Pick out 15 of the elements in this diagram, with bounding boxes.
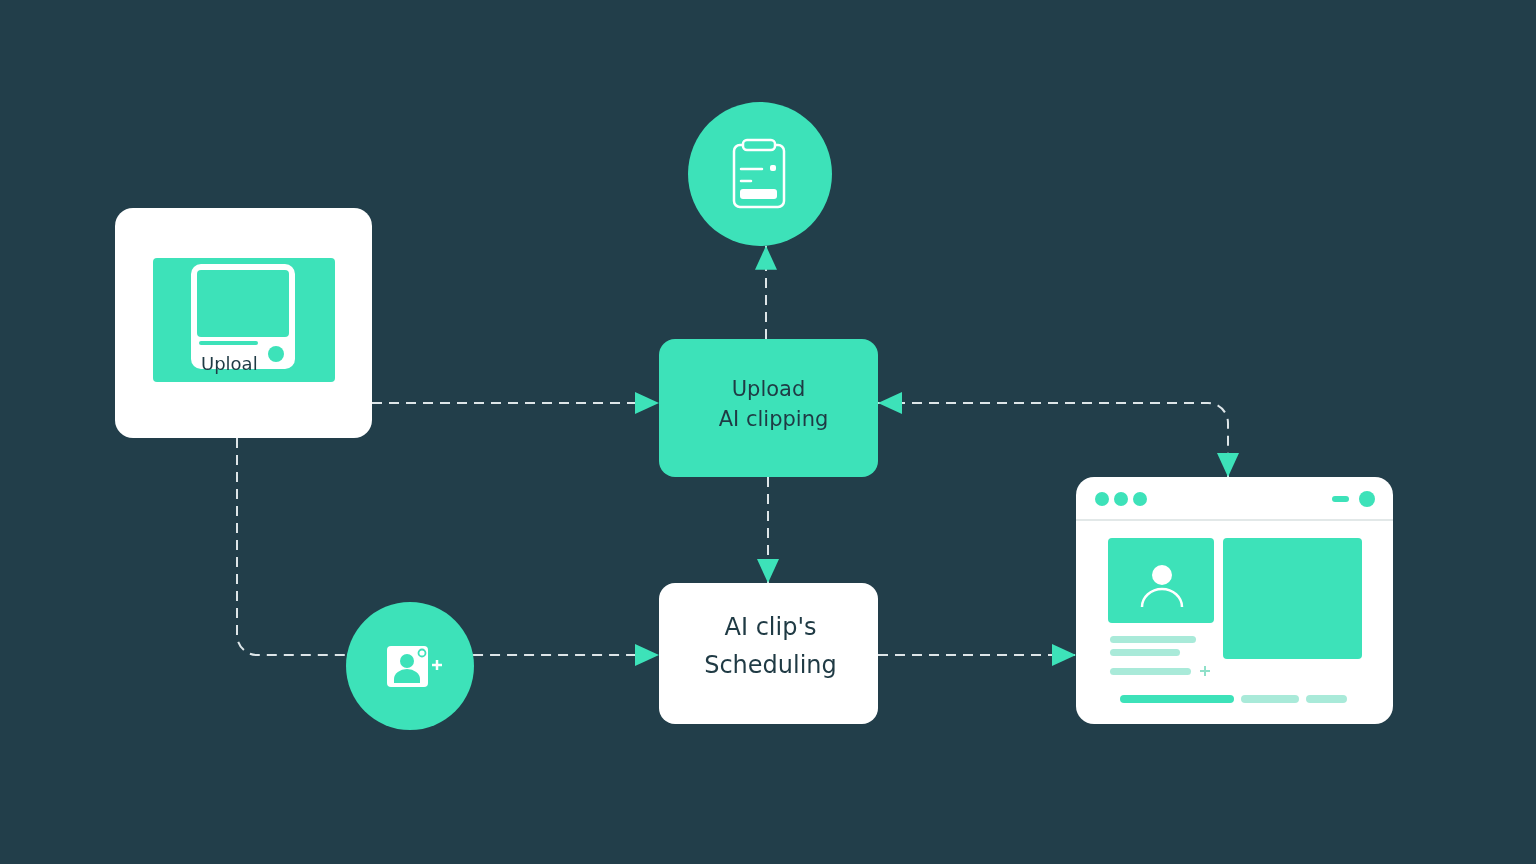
dashed-arrow <box>877 392 1239 478</box>
dashed-arrow <box>877 644 1077 666</box>
node-label: Upload <box>731 376 806 402</box>
node-label: Uploal <box>201 352 258 375</box>
dashed-connector <box>236 437 348 656</box>
browser-window-illustration <box>1076 477 1393 724</box>
dashed-arrow <box>472 644 660 666</box>
dashed-arrow <box>757 476 779 584</box>
upload-card <box>115 208 372 438</box>
node-label: AI clip's Scheduling <box>703 612 838 681</box>
dashed-arrow <box>371 392 660 414</box>
dashed-arrow <box>755 244 777 340</box>
process-box <box>659 583 878 724</box>
node-label: AI clipping <box>718 406 829 432</box>
process-box <box>659 339 878 477</box>
